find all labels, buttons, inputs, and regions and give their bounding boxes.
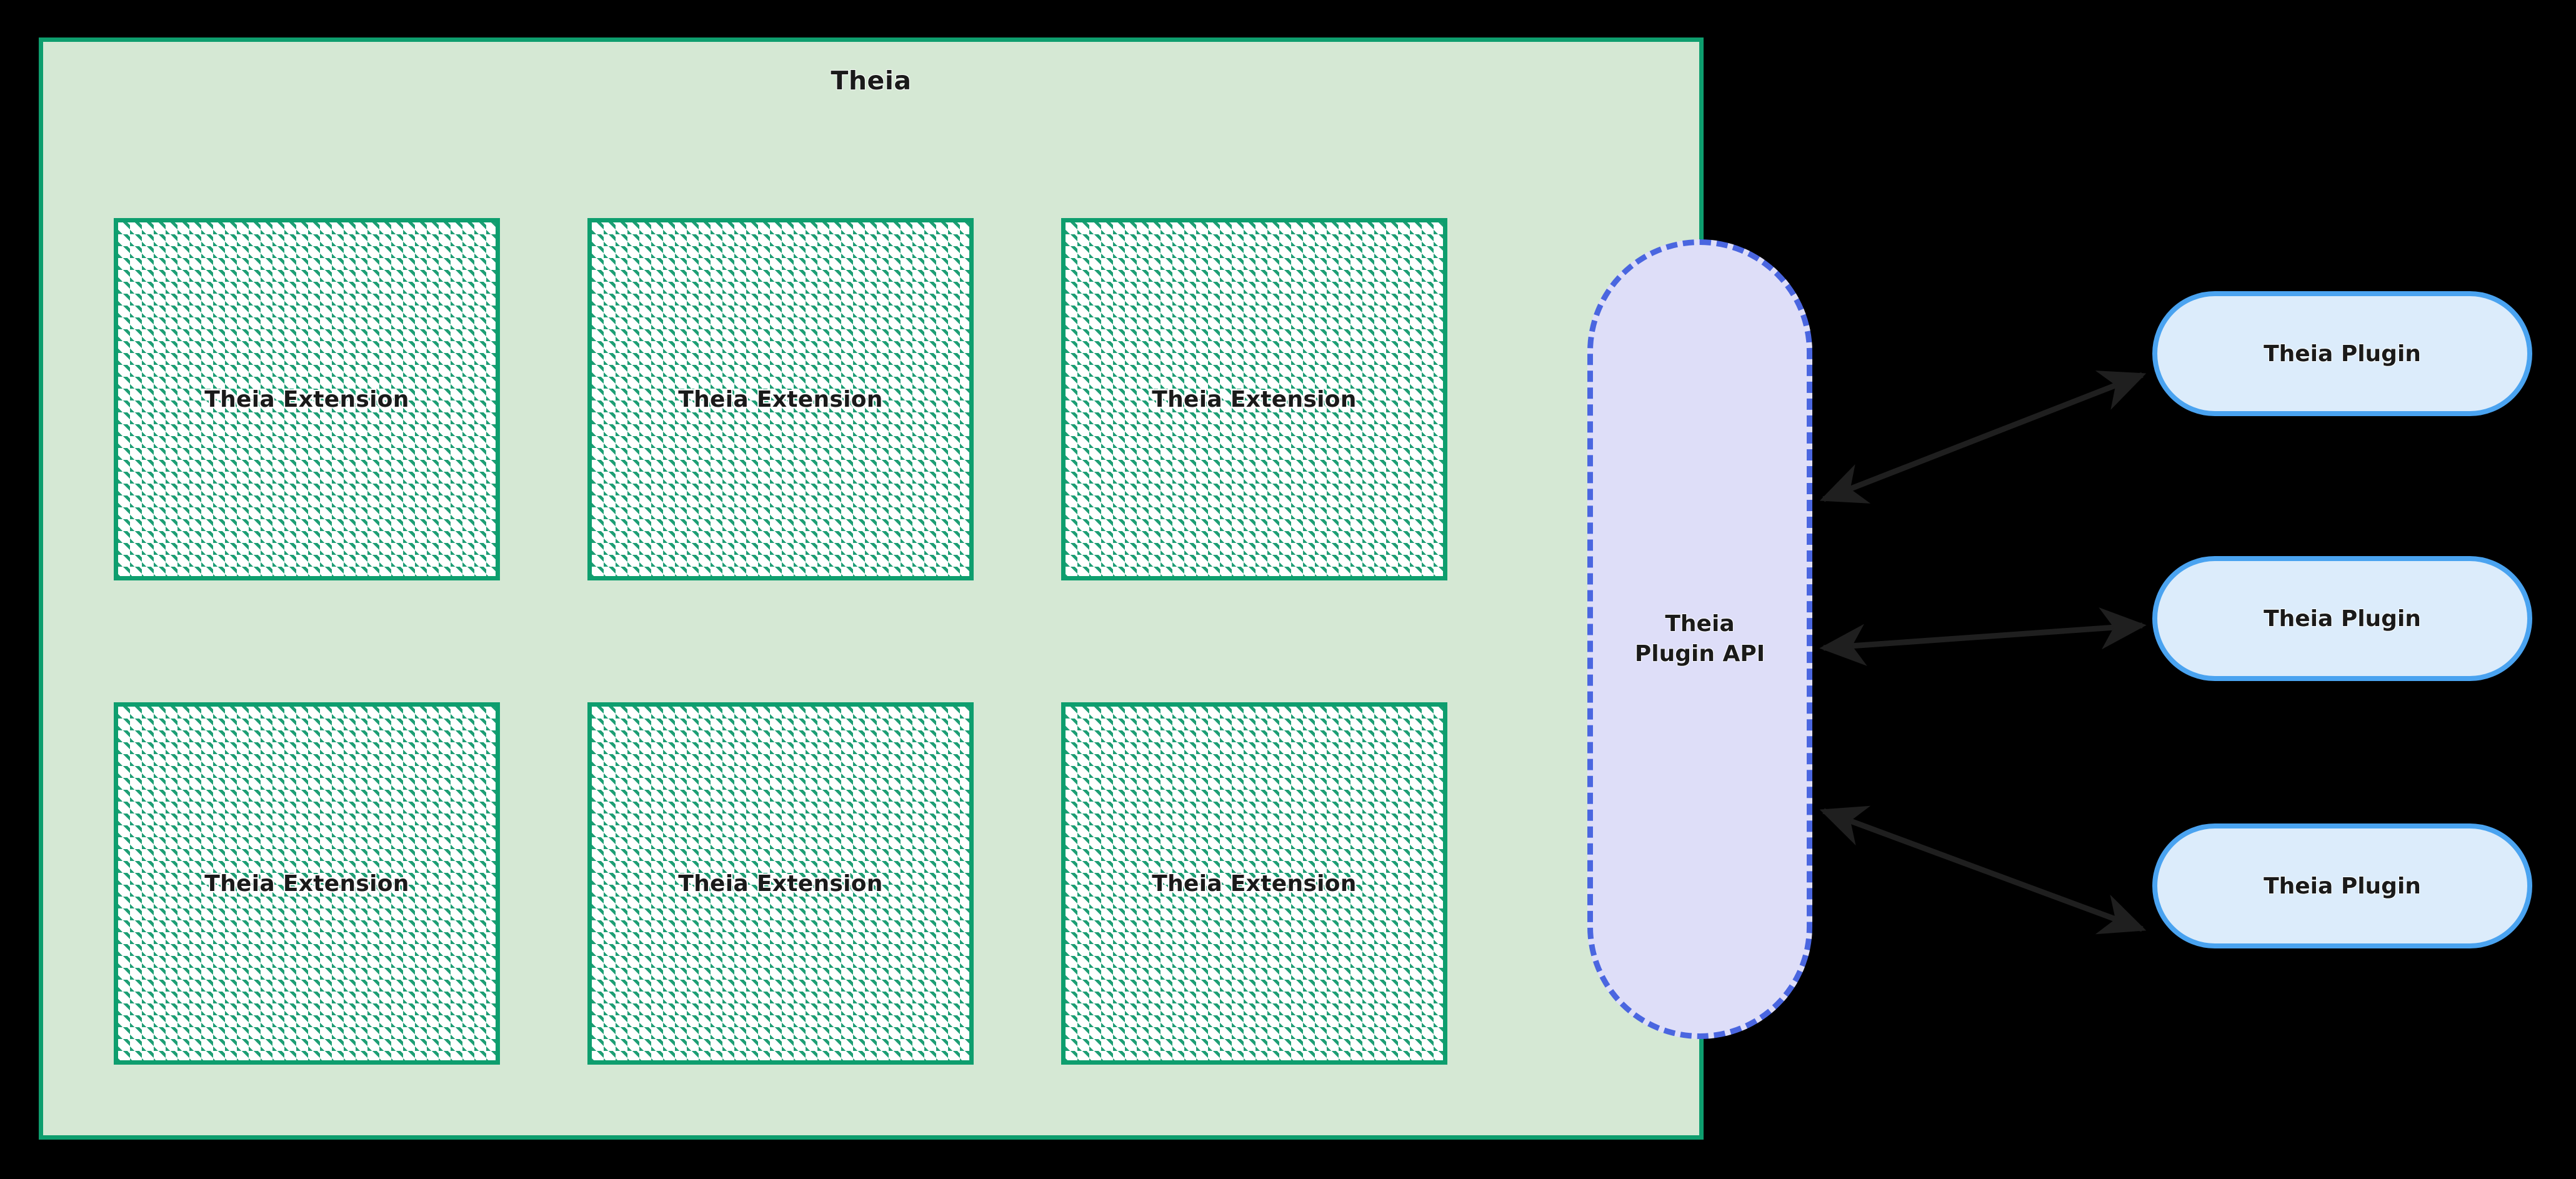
theia-extension-label: Theia Extension [678, 870, 883, 897]
theia-extension-label: Theia Extension [1152, 870, 1357, 897]
theia-extension-box[interactable]: Theia Extension [587, 702, 974, 1065]
theia-plugin-node[interactable]: Theia Plugin [2152, 823, 2532, 948]
theia-extension-box[interactable]: Theia Extension [114, 702, 500, 1065]
theia-extension-box[interactable]: Theia Extension [587, 218, 974, 580]
theia-extension-box[interactable]: Theia Extension [1061, 218, 1447, 580]
connector-api-to-plugin-1 [1819, 371, 2147, 504]
connector-api-to-plugin-3 [1819, 805, 2147, 935]
theia-extension-label: Theia Extension [204, 870, 409, 897]
theia-plugin-api-label: Theia Plugin API [1634, 611, 1765, 667]
theia-plugin-node[interactable]: Theia Plugin [2152, 291, 2532, 416]
theia-container[interactable]: Theia Theia Extension Theia Extension Th… [39, 37, 1704, 1140]
extension-grid: Theia Extension Theia Extension Theia Ex… [114, 218, 1509, 1065]
theia-extension-label: Theia Extension [1152, 386, 1357, 412]
connector-api-to-plugin-2 [1819, 607, 2147, 666]
theia-plugin-node[interactable]: Theia Plugin [2152, 556, 2532, 681]
theia-extension-box[interactable]: Theia Extension [114, 218, 500, 580]
theia-plugin-api-node[interactable]: Theia Plugin API [1587, 239, 1812, 1039]
theia-plugin-label: Theia Plugin [2264, 605, 2421, 632]
theia-plugin-label: Theia Plugin [2264, 341, 2421, 367]
theia-extension-box[interactable]: Theia Extension [1061, 702, 1447, 1065]
theia-extension-label: Theia Extension [204, 386, 409, 412]
theia-plugin-label: Theia Plugin [2264, 873, 2421, 899]
theia-title: Theia [831, 66, 912, 96]
theia-extension-label: Theia Extension [678, 386, 883, 412]
